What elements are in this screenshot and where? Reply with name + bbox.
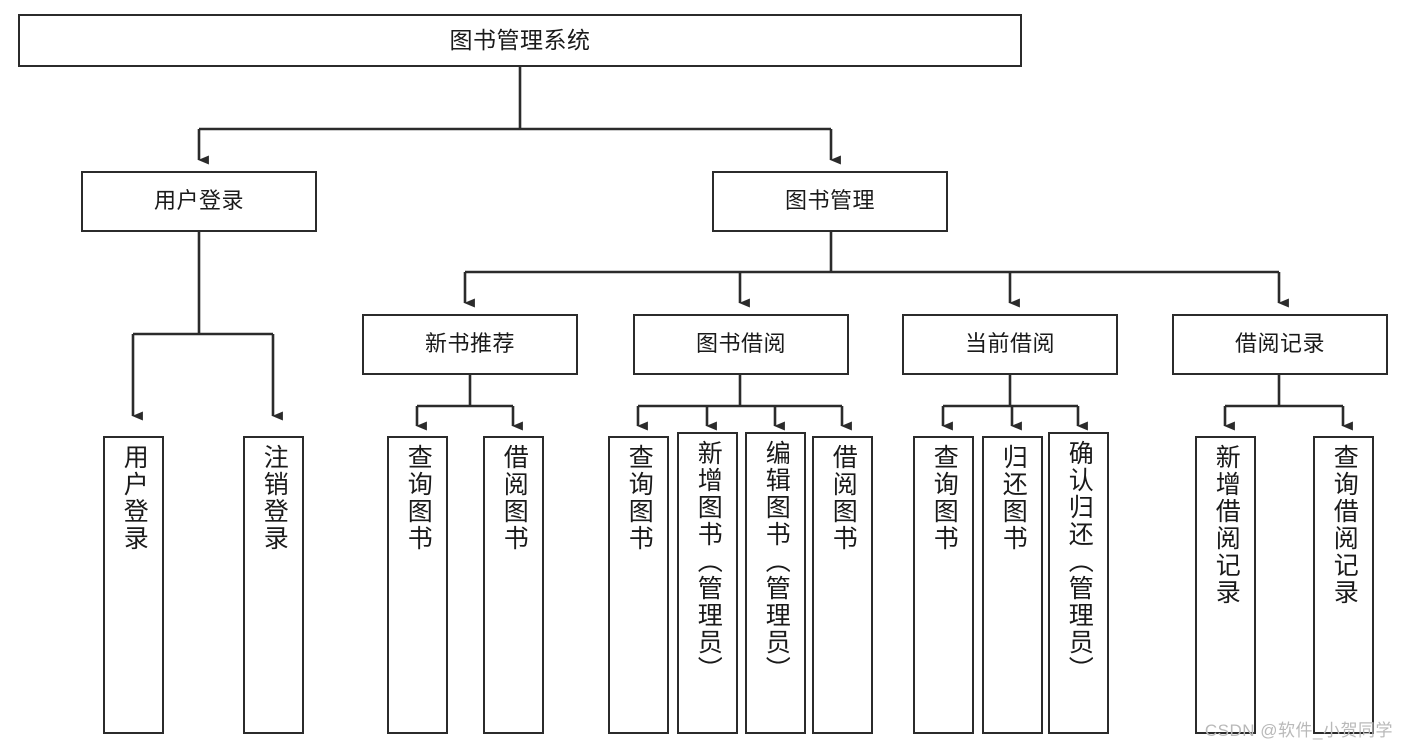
node-label: 新增图书（管理员） xyxy=(694,440,723,683)
node-label: 图书管理系统 xyxy=(449,27,591,54)
leaf-borrow-books-recommend[interactable]: 借阅图书 xyxy=(483,436,544,734)
node-label: 编辑图书（管理员） xyxy=(762,440,791,683)
node-label: 借阅图书 xyxy=(500,444,529,552)
node-label: 新增借阅记录 xyxy=(1212,444,1241,606)
node-label: 借阅图书 xyxy=(829,444,858,552)
leaf-add-borrow-record[interactable]: 新增借阅记录 xyxy=(1195,436,1256,734)
node-user-login[interactable]: 用户登录 xyxy=(81,171,317,232)
node-book-borrow[interactable]: 图书借阅 xyxy=(633,314,849,375)
node-label: 借阅记录 xyxy=(1234,331,1325,357)
node-label: 图书管理 xyxy=(784,188,875,214)
node-book-management[interactable]: 图书管理 xyxy=(712,171,948,232)
node-label: 查询图书 xyxy=(404,444,433,552)
node-label: 确认归还（管理员） xyxy=(1065,440,1094,683)
node-borrow-records[interactable]: 借阅记录 xyxy=(1172,314,1388,375)
node-label: 查询图书 xyxy=(625,444,654,552)
leaf-query-books-current[interactable]: 查询图书 xyxy=(913,436,974,734)
node-label: 查询借阅记录 xyxy=(1330,444,1359,606)
node-label: 用户登录 xyxy=(120,444,149,552)
leaf-add-book-admin[interactable]: 新增图书（管理员） xyxy=(677,432,738,734)
node-label: 用户登录 xyxy=(153,188,244,214)
leaf-user-login[interactable]: 用户登录 xyxy=(103,436,164,734)
leaf-query-books-borrow[interactable]: 查询图书 xyxy=(608,436,669,734)
leaf-return-books[interactable]: 归还图书 xyxy=(982,436,1043,734)
node-current-borrow[interactable]: 当前借阅 xyxy=(902,314,1118,375)
node-label: 图书借阅 xyxy=(695,331,786,357)
node-label: 归还图书 xyxy=(999,444,1028,552)
node-label: 新书推荐 xyxy=(424,331,515,357)
leaf-edit-book-admin[interactable]: 编辑图书（管理员） xyxy=(745,432,806,734)
watermark-text: CSDN @软件_小贺同学 xyxy=(1204,721,1393,740)
node-label: 注销登录 xyxy=(260,444,289,552)
leaf-query-books-recommend[interactable]: 查询图书 xyxy=(387,436,448,734)
node-label: 查询图书 xyxy=(930,444,959,552)
node-root-system[interactable]: 图书管理系统 xyxy=(18,14,1022,67)
leaf-confirm-return-admin[interactable]: 确认归还（管理员） xyxy=(1048,432,1109,734)
node-new-book-recommend[interactable]: 新书推荐 xyxy=(362,314,578,375)
node-label: 当前借阅 xyxy=(964,331,1055,357)
leaf-query-borrow-record[interactable]: 查询借阅记录 xyxy=(1313,436,1374,734)
leaf-logout[interactable]: 注销登录 xyxy=(243,436,304,734)
leaf-borrow-books[interactable]: 借阅图书 xyxy=(812,436,873,734)
